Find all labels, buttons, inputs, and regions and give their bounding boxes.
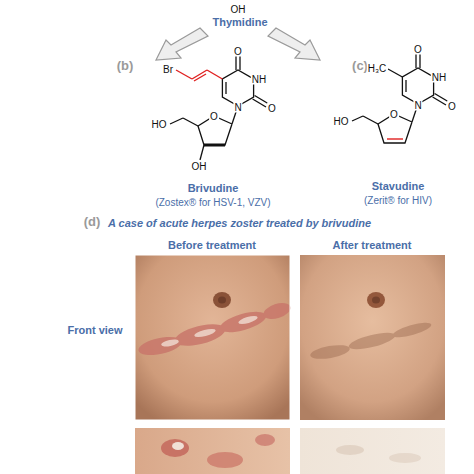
hollow-arrow xyxy=(268,28,320,60)
brivudine-structure xyxy=(170,56,268,160)
hollow-arrow xyxy=(156,28,208,60)
atom-label: OH xyxy=(230,4,247,15)
atom-label: N xyxy=(413,100,422,111)
atom-label: HO xyxy=(333,116,350,127)
atom-label: NH xyxy=(431,72,447,83)
double-bond xyxy=(387,138,403,139)
compound-name: Thymidine xyxy=(212,16,267,28)
atom-label: O xyxy=(447,101,457,112)
panel-letter: (b) xyxy=(117,59,134,73)
photo-before-front xyxy=(135,255,292,420)
stavudine-structure xyxy=(352,54,448,143)
atom-label: NH xyxy=(251,74,267,85)
atom-label: OH xyxy=(191,161,208,172)
photo-after-closeup xyxy=(300,428,445,474)
column-heading: After treatment xyxy=(333,239,412,251)
compound-name: Brivudine xyxy=(188,182,239,194)
atom-label: Br xyxy=(162,64,174,75)
atom-label: O xyxy=(413,44,423,55)
compound-name: Stavudine xyxy=(372,180,425,192)
panel-letter: (d) xyxy=(84,215,101,229)
vinyl-bond xyxy=(176,70,222,81)
panel-letter: (c) xyxy=(352,59,368,73)
atom-label: O xyxy=(389,109,399,120)
atom-label: O xyxy=(267,103,277,114)
column-heading: Before treatment xyxy=(168,239,256,251)
row-heading: Front view xyxy=(67,324,122,336)
panel-heading: A case of acute herpes zoster treated by… xyxy=(108,217,371,229)
photo-after-front xyxy=(300,255,445,420)
atom-label: HO xyxy=(151,119,168,130)
atom-label: O xyxy=(209,111,219,122)
atom-label: N xyxy=(233,102,242,113)
trade-name: (Zostex® for HSV-1, VZV) xyxy=(155,197,270,208)
atom-label: O xyxy=(233,46,243,57)
atom-label: H₃C xyxy=(367,63,388,74)
photo-before-closeup xyxy=(135,428,290,474)
trade-name: (Zerit® for HIV) xyxy=(364,195,432,206)
